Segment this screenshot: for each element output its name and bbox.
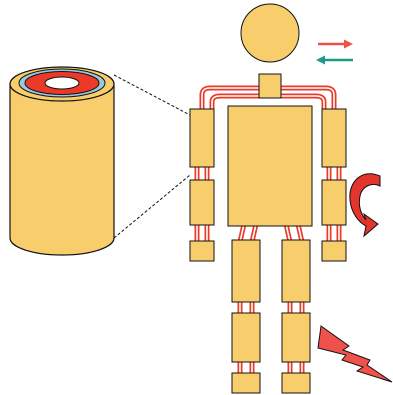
tendon-left-elbow <box>197 165 207 182</box>
cylinder-body <box>10 84 114 255</box>
tendon-hip-left <box>240 224 256 242</box>
tendon-right-wrist <box>329 223 339 242</box>
left-upper-arm <box>190 109 214 167</box>
left-thigh <box>232 240 260 302</box>
zoom-line-top <box>114 75 190 115</box>
tendon-hip-right <box>286 224 302 242</box>
left-shin <box>232 313 260 362</box>
right-hand <box>322 241 346 261</box>
left-foot <box>232 373 260 393</box>
right-thigh <box>282 240 310 302</box>
bidirectional-arrows-icon <box>316 40 353 65</box>
cylinder-top-core <box>45 77 79 89</box>
torso <box>228 106 312 226</box>
lightning-bolt-icon <box>318 326 392 382</box>
tendon-left-wrist <box>197 223 207 242</box>
head <box>241 4 299 62</box>
zoom-lines <box>114 75 190 238</box>
zoom-line-bottom <box>114 175 190 238</box>
arrow-left-head <box>316 56 325 65</box>
right-upper-arm <box>322 109 346 167</box>
arrow-right-head <box>344 40 353 49</box>
zoomed-cylinder <box>10 67 114 255</box>
left-forearm <box>190 180 214 225</box>
curved-rotation-arrow-icon <box>350 174 380 236</box>
right-forearm <box>322 180 346 225</box>
right-foot <box>282 373 310 393</box>
tendon-right-elbow <box>329 165 339 182</box>
right-shin <box>282 313 310 362</box>
left-hand <box>190 241 214 261</box>
neck <box>259 74 281 98</box>
